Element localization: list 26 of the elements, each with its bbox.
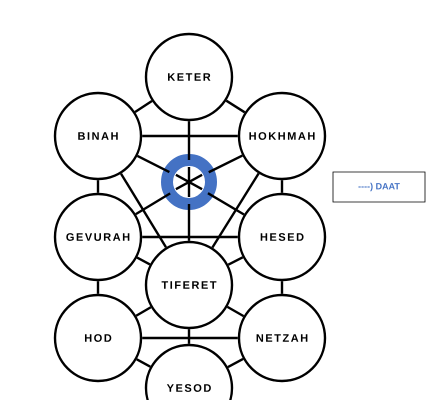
path-line [227, 358, 244, 368]
path-line [136, 306, 152, 317]
path-line [96, 180, 100, 193]
path-line [226, 100, 246, 114]
path-line [188, 204, 190, 241]
path-line [136, 256, 150, 266]
path-line [280, 180, 284, 193]
path-line [226, 306, 244, 318]
path-line [228, 256, 244, 266]
path-line [188, 329, 190, 344]
path-line [208, 154, 243, 174]
path-line [134, 100, 153, 113]
path-line [188, 121, 190, 160]
highlight-ring [161, 154, 217, 210]
path-line [142, 134, 238, 138]
path-line [280, 281, 284, 294]
label-box: ----) DAAT [332, 172, 426, 202]
path-line [136, 154, 170, 174]
path-line [136, 358, 151, 368]
path-line [207, 192, 245, 216]
path-line [120, 173, 167, 248]
path-line [96, 281, 100, 294]
path-line [142, 336, 238, 340]
path-line [142, 236, 238, 238]
path-line [135, 192, 171, 216]
path-line [211, 172, 260, 248]
